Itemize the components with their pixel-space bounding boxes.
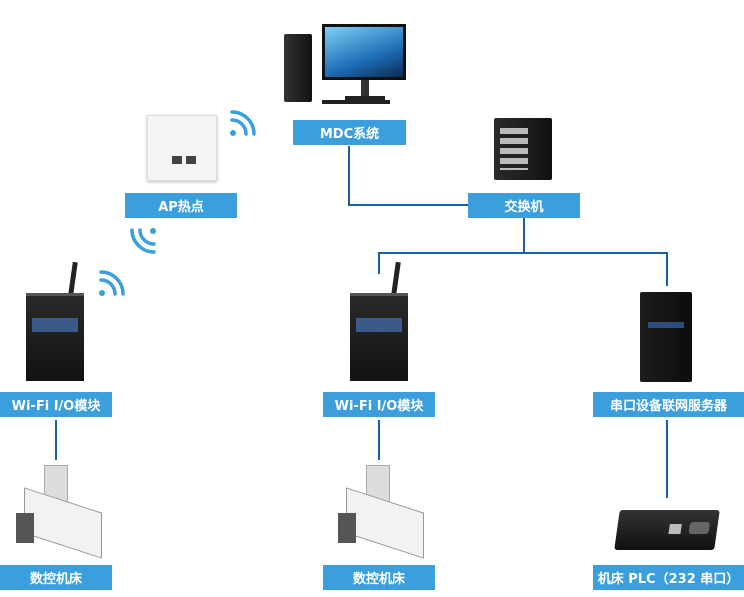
plc-image [614, 510, 720, 550]
keyboard-image [322, 100, 390, 104]
wifi-signal-icon [130, 228, 156, 254]
line-serial-plc [666, 420, 668, 498]
cnc-machine-image [338, 465, 428, 559]
line-switch-bus [378, 252, 668, 254]
label-mdc: MDC系统 [293, 120, 406, 145]
monitor-stand [345, 80, 385, 100]
label-serial-server: 串口设备联网服务器 [593, 392, 744, 417]
label-plc: 机床 PLC（232 串口） [593, 565, 744, 590]
label-wifi-io-left: Wi-Fi I/O模块 [0, 392, 112, 417]
line-bus-wifi-mid [378, 252, 380, 274]
label-cnc-mid: 数控机床 [323, 565, 435, 590]
wifi-signal-icon [230, 110, 256, 136]
wifi-io-module-image [26, 293, 84, 381]
label-switch: 交换机 [468, 193, 580, 218]
monitor-image [322, 24, 406, 80]
label-wifi-io-mid: Wi-Fi I/O模块 [323, 392, 435, 417]
line-bus-serial [666, 252, 668, 286]
wifi-signal-icon [99, 270, 125, 296]
line-wifi-left-cnc [55, 420, 57, 460]
switch-image [494, 118, 552, 180]
label-cnc-left: 数控机床 [0, 565, 112, 590]
line-mdc-switch-h [348, 204, 468, 206]
serial-server-image [640, 292, 692, 382]
line-switch-down [523, 217, 525, 253]
pc-tower-image [284, 34, 312, 102]
line-mdc-switch-v [348, 146, 350, 206]
label-ap: AP热点 [125, 193, 237, 218]
ap-device-image [147, 115, 217, 181]
wifi-io-module-image [350, 293, 408, 381]
line-wifi-mid-cnc [378, 420, 380, 460]
cnc-machine-image [16, 465, 106, 559]
